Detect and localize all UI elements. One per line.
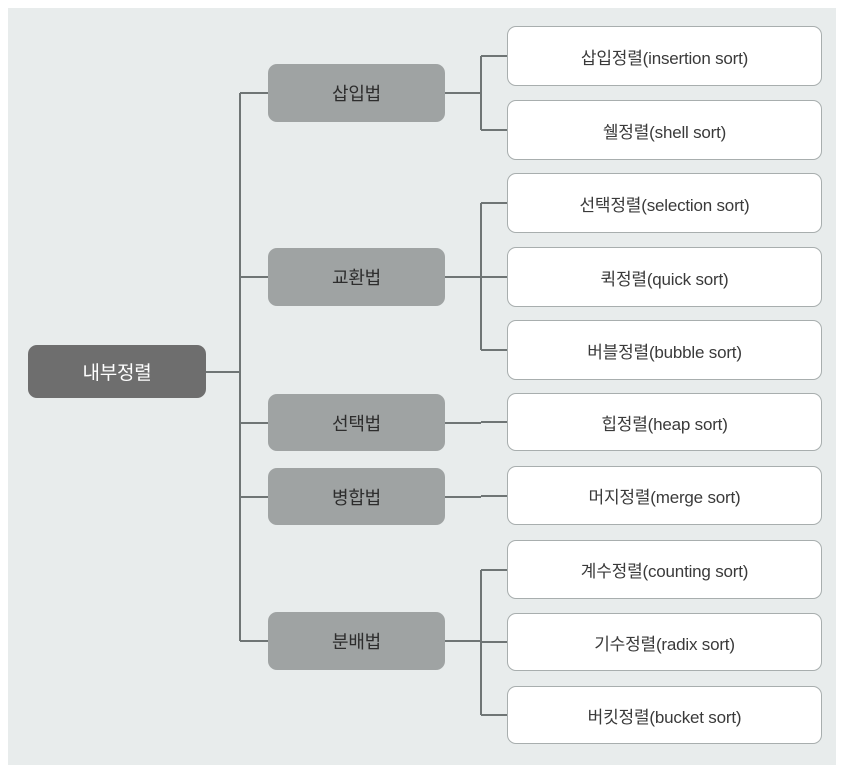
node-category-1-label: 교환법 [331, 268, 382, 288]
edge-root-stub [206, 370, 240, 373]
node-leaf-7[interactable]: 계수정렬(counting sort) [507, 540, 822, 599]
edge-category-1-connector [240, 276, 268, 278]
edge-category-4-connector [240, 640, 268, 642]
node-leaf-4[interactable]: 버블정렬(bubble sort) [507, 320, 822, 380]
edge-group-3-leaf-0-connector [481, 494, 507, 497]
edge-group-4-leaf-0-connector [481, 568, 507, 571]
node-leaf-6[interactable]: 머지정렬(merge sort) [507, 466, 822, 525]
edge-group-1-stub [445, 276, 481, 278]
node-root[interactable]: 내부정렬 [28, 345, 206, 398]
edge-group-4-leaf-2-connector [481, 714, 507, 716]
edge-group-3-stub [445, 495, 481, 498]
edge-group-1-leaf-2-connector [481, 349, 507, 351]
edge-group-2-stub [445, 421, 481, 424]
edge-group-1-leaf-1-connector [481, 276, 507, 278]
node-category-3[interactable]: 병합법 [268, 468, 445, 525]
node-category-1[interactable]: 교환법 [268, 248, 445, 306]
edge-category-3-connector [240, 495, 268, 498]
node-category-4-label: 분배법 [331, 632, 382, 652]
node-leaf-5-label: 힙정렬(heap sort) [601, 414, 728, 434]
edge-group-1-leaf-0-connector [481, 202, 507, 204]
node-leaf-8-label: 기수정렬(radix sort) [594, 634, 735, 654]
edge-group-4-stub [445, 640, 481, 642]
node-leaf-3[interactable]: 퀵정렬(quick sort) [507, 247, 822, 307]
node-category-2[interactable]: 선택법 [268, 394, 445, 451]
node-leaf-2[interactable]: 선택정렬(selection sort) [507, 173, 822, 233]
node-leaf-6-label: 머지정렬(merge sort) [588, 488, 741, 507]
edge-group-0-stub [445, 92, 481, 94]
node-leaf-1-label: 쉘정렬(shell sort) [602, 122, 727, 142]
node-leaf-9-label: 버킷정렬(bucket sort) [587, 707, 742, 727]
node-category-2-label: 선택법 [331, 413, 382, 434]
edge-category-0-connector [240, 92, 268, 94]
node-leaf-0-label: 삽입정렬(insertion sort) [580, 48, 749, 68]
node-leaf-5[interactable]: 힙정렬(heap sort) [507, 393, 822, 451]
node-category-0-label: 삽입법 [331, 84, 382, 104]
node-root-label: 내부정렬 [82, 363, 152, 384]
edge-group-0-spine [480, 56, 482, 130]
node-leaf-0[interactable]: 삽입정렬(insertion sort) [507, 26, 822, 86]
edge-group-2-leaf-0-connector [481, 421, 507, 423]
node-leaf-7-label: 계수정렬(counting sort) [580, 562, 749, 581]
node-leaf-1[interactable]: 쉘정렬(shell sort) [507, 100, 822, 160]
node-leaf-4-label: 버블정렬(bubble sort) [587, 342, 742, 362]
node-category-4[interactable]: 분배법 [268, 612, 445, 670]
node-leaf-2-label: 선택정렬(selection sort) [579, 195, 750, 215]
edge-root-spine [239, 93, 241, 641]
node-leaf-3-label: 퀵정렬(quick sort) [600, 269, 729, 289]
node-category-3-label: 병합법 [331, 487, 382, 508]
node-leaf-9[interactable]: 버킷정렬(bucket sort) [507, 686, 822, 744]
node-category-0[interactable]: 삽입법 [268, 64, 445, 122]
edge-category-2-connector [240, 421, 268, 424]
edge-group-4-leaf-1-connector [481, 641, 507, 643]
edge-group-0-leaf-1-connector [481, 129, 507, 131]
edge-group-0-leaf-0-connector [481, 55, 507, 57]
node-leaf-8[interactable]: 기수정렬(radix sort) [507, 613, 822, 671]
